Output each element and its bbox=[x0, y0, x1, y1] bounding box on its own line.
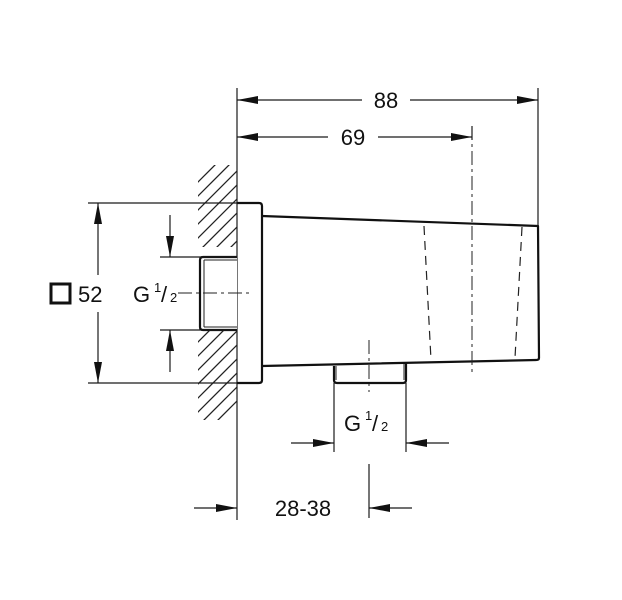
wall-thread-letter: G bbox=[133, 282, 150, 307]
dimension-wall-depth: 28-38 bbox=[194, 464, 412, 521]
wall-hatching bbox=[198, 165, 237, 420]
dimension-69-label: 69 bbox=[341, 125, 365, 150]
dimension-outlet-thread: G 1 / 2 bbox=[291, 383, 449, 452]
elbow-body bbox=[261, 214, 541, 368]
dimension-88: 88 bbox=[237, 88, 539, 226]
outlet-thread-numerator: 1 bbox=[365, 408, 372, 423]
square-flange bbox=[237, 201, 264, 385]
outlet-thread-letter: G bbox=[344, 411, 361, 436]
svg-text:/: / bbox=[372, 411, 379, 436]
dimension-28-38-label: 28-38 bbox=[275, 496, 331, 521]
dimension-52-label: 52 bbox=[78, 282, 102, 307]
square-symbol-icon bbox=[49, 282, 72, 305]
dimension-wall-thread: G 1 / 2 bbox=[133, 215, 237, 372]
wall-thread-denominator: 2 bbox=[170, 290, 177, 305]
outlet-thread-denominator: 2 bbox=[381, 419, 388, 434]
dimension-square-52: 52 bbox=[49, 202, 237, 384]
wall-thread-numerator: 1 bbox=[154, 280, 161, 295]
hidden-lines bbox=[423, 225, 523, 361]
dimension-69: 69 bbox=[237, 125, 473, 150]
dimension-88-label: 88 bbox=[374, 88, 398, 113]
svg-text:G: G bbox=[133, 282, 150, 307]
outlet-thread bbox=[332, 362, 408, 385]
svg-text:/: / bbox=[161, 282, 168, 307]
